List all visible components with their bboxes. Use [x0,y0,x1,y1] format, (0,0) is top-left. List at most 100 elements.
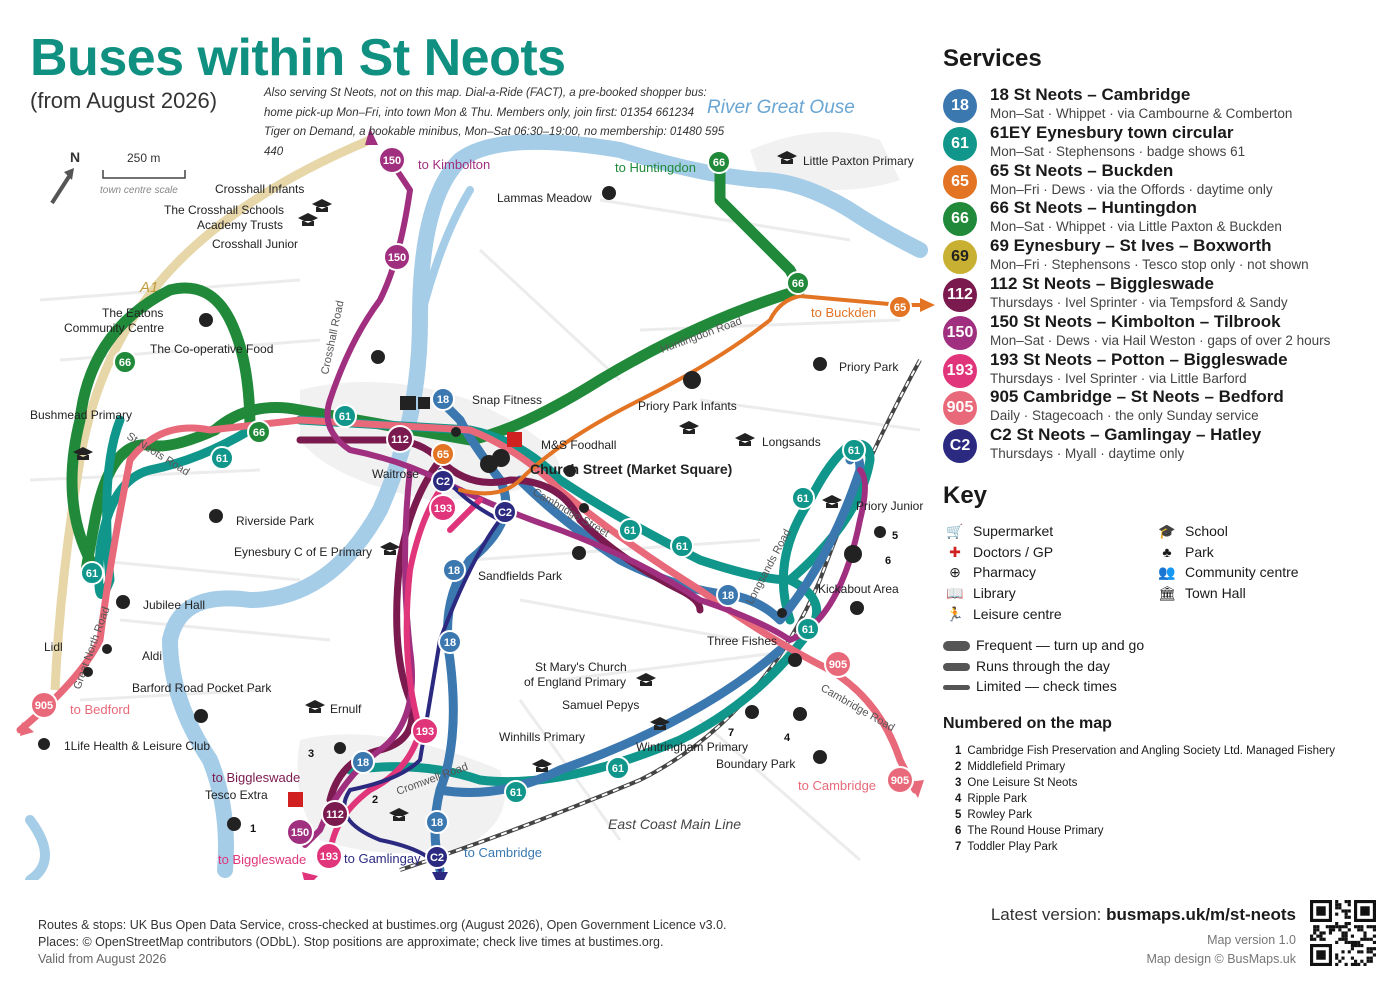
place-riverside-park: Riverside Park [236,514,315,528]
map-badge-150[interactable] [286,818,314,846]
map-badge-66[interactable] [707,150,731,174]
route-66[interactable] [66,159,806,579]
map-badge-905[interactable] [886,766,914,794]
key-label: Town Hall [1185,585,1246,602]
pharmacy-icon: ⊕ [949,564,961,581]
map-badge-18[interactable] [351,750,375,774]
place-market-square: Church Street (Market Square) [530,461,732,477]
place-crosshall-junior: Crosshall Junior [212,237,298,251]
map-badge-193[interactable] [429,494,457,522]
service-name: 193 St Neots – Potton – Biggleswade [990,349,1288,369]
townhall-icon: 🏛 [1158,585,1176,602]
map-badge-61[interactable] [791,486,815,510]
library-icon [418,397,430,409]
footer-valid: Valid from August 2026 [38,952,167,966]
key-label: Supermarket [973,523,1054,539]
dest-bedford: to Bedford [70,702,130,717]
numbered-label: Toddler Play Park [967,841,1058,853]
map-badge-18[interactable] [442,558,466,582]
place-longsands: Longsands [762,435,821,449]
map-badge-label: 905 [35,700,53,712]
map-badge-112[interactable] [321,800,349,828]
school-icon: 🎓 [1158,523,1176,539]
map-badge-61[interactable] [80,561,104,585]
note-line: Tiger on Demand, a bookable minibus, Mon… [264,126,725,158]
map-badge-65[interactable] [431,442,455,466]
school-icon [777,151,797,164]
latest-version[interactable]: Latest version: busmaps.uk/m/st-neots [991,905,1296,925]
map-badge-c2[interactable] [425,845,449,869]
map-number-6: 6 [885,555,891,567]
map-badge-905[interactable] [824,650,852,678]
place-crosshall-infants: Crosshall Infants [215,182,304,196]
key-label: Pharmacy [973,564,1037,581]
map-badge-112[interactable] [386,425,414,453]
map-badge-label: 905 [829,659,847,671]
map-badge-61[interactable] [210,446,234,470]
map-badge-61[interactable] [842,438,866,462]
qr-code-icon[interactable] [1310,900,1376,966]
service-name: 150 St Neots – Kimbolton – Tilbrook [990,311,1281,331]
pharmacy-icon [844,545,862,563]
map-badge-label: 193 [434,503,452,515]
map-badge-150[interactable] [383,243,411,271]
map-badge-193[interactable] [411,717,439,745]
route-65[interactable] [458,294,932,496]
map-badge-61[interactable] [333,404,357,428]
park-icon [745,705,759,719]
route-905[interactable] [16,416,919,794]
park-icon [602,186,616,200]
place-academy-trusts: Academy Trusts [197,218,283,232]
map-badge-c2[interactable] [493,500,517,524]
route-badge: C2 [943,429,977,464]
service-description: Daily · Stagecoach · the only Sunday ser… [990,408,1259,424]
place-jubilee-hall: Jubilee Hall [143,598,205,612]
map-badge-66[interactable] [247,420,271,444]
map-badge-65[interactable] [888,295,912,319]
service-description: Mon–Sat · Whippet · via Cambourne & Comb… [990,106,1293,121]
park-icon: ♣ [1162,543,1172,560]
map-badge-66[interactable] [113,350,137,374]
numbered-label: Cambridge Fish Preservation and Angling … [967,745,1335,757]
map-badge-18[interactable] [425,810,449,834]
place-coop: The Co-operative Food [150,342,273,356]
map-badge-18[interactable] [431,387,455,411]
map-badge-61[interactable] [796,617,820,641]
map-badge-61[interactable] [618,518,642,542]
map-badge-61[interactable] [504,780,528,804]
map-badge-61[interactable] [670,534,694,558]
map-badge-61[interactable] [606,756,630,780]
route-badge: 65 [943,164,977,199]
number: 6 [955,825,962,837]
key-item: ⊕ Pharmacy [945,564,1036,581]
latest-version-url[interactable]: busmaps.uk/m/st-neots [1106,905,1296,924]
key-item: 🛒Supermarket [945,523,1053,540]
map-badge-c2[interactable] [431,469,455,493]
map-badge-905[interactable] [30,691,58,719]
number: 7 [955,841,962,853]
map-badge-label: 66 [253,427,265,439]
map-badge-150[interactable] [378,146,406,174]
frequency-label: Frequent — turn up and go [976,637,1145,653]
key-item: ✚Doctors / GP [945,544,1053,561]
route-map[interactable]: A1 River Great Ouse East Coast Main Line [0,0,935,880]
map-badge-66[interactable] [786,271,810,295]
place-priory-junior: Priory Junior [856,499,923,513]
supermarket-icon [579,503,589,513]
map-badge-18[interactable] [438,630,462,654]
map-badge-193[interactable] [315,842,343,870]
place-st-marys-2: of England Primary [524,675,626,689]
arrow-65-buckden [920,298,935,312]
map-badge-18[interactable] [716,583,740,607]
numbered-label: Middlefield Primary [967,761,1066,773]
